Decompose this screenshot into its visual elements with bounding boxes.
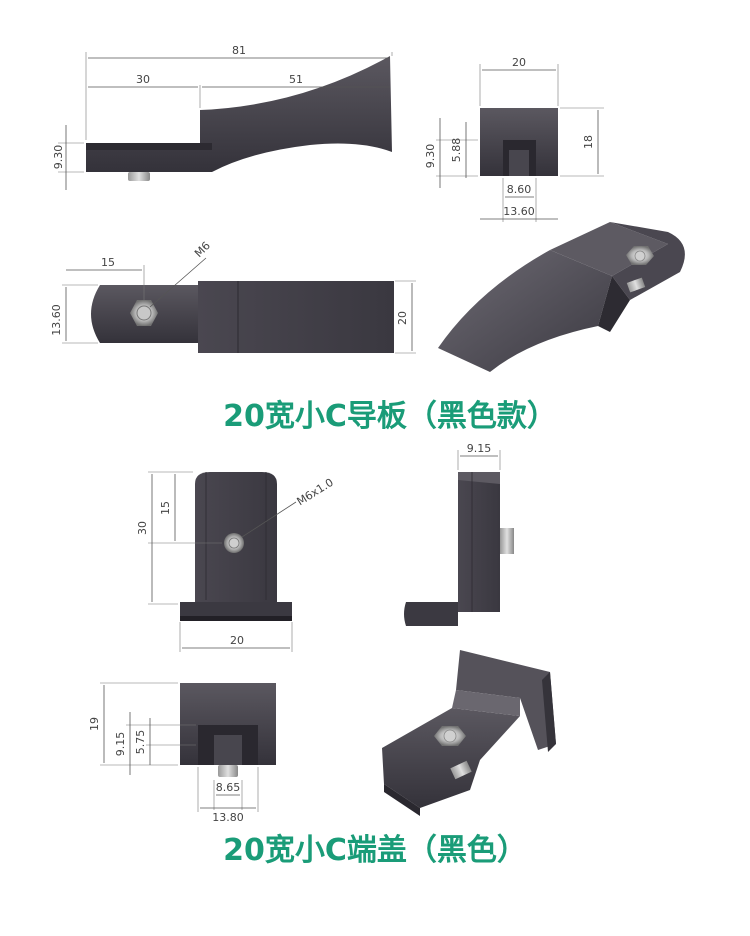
dim-top-tab-width: 13.60 bbox=[50, 304, 63, 336]
dim-cap-hole-height: 15 bbox=[159, 501, 172, 515]
dim-end-height: 18 bbox=[582, 135, 595, 149]
dim-top-hole-offset: 15 bbox=[101, 256, 115, 269]
dim-left-length: 30 bbox=[136, 73, 150, 86]
dim-cap-height: 30 bbox=[136, 521, 149, 535]
end-cap-side-screw bbox=[500, 528, 514, 554]
end-cap-side-view: 9.15 bbox=[404, 442, 514, 626]
dim-top-body-width: 20 bbox=[396, 311, 409, 325]
guide-plate-iso-curved-face bbox=[438, 250, 612, 372]
guide-plate-isometric bbox=[438, 222, 685, 372]
end-cap-front-view: 30 15 20 M6x1.0 bbox=[136, 471, 336, 652]
dim-end-width: 20 bbox=[512, 56, 526, 69]
dim-bottom-slot-depth: 9.15 bbox=[114, 732, 127, 757]
guide-plate-side-screw bbox=[128, 172, 150, 181]
end-cap-side-body bbox=[458, 472, 500, 612]
end-cap-isometric bbox=[382, 650, 556, 816]
end-cap-iso-plate bbox=[456, 650, 556, 750]
dim-top-thread: M6 bbox=[192, 239, 213, 260]
end-cap-side-foot bbox=[404, 602, 458, 626]
dim-cap-thickness: 9.15 bbox=[467, 442, 492, 455]
end-cap-front-flange bbox=[180, 602, 292, 618]
guide-plate-top-view: 15 13.60 20 M6 bbox=[50, 239, 416, 354]
dim-end-slot-depth: 5.88 bbox=[450, 138, 463, 163]
dim-end-slot-outer: 13.60 bbox=[503, 205, 535, 218]
dim-end-slot-inner: 8.60 bbox=[507, 183, 532, 196]
guide-plate-end-view: 20 18 9.30 5.88 8.60 13.60 bbox=[424, 56, 604, 222]
guide-plate-side-view: 81 30 51 9.30 bbox=[52, 44, 393, 190]
dim-side-height: 9.30 bbox=[52, 145, 65, 170]
dim-bottom-slot-inner: 8.65 bbox=[216, 781, 241, 794]
guide-plate-end-screw bbox=[509, 150, 529, 176]
end-cap-bottom-screw bbox=[218, 765, 238, 777]
dim-cap-thread: M6x1.0 bbox=[295, 476, 336, 508]
end-cap-title: 20宽小C端盖（黑色） bbox=[223, 833, 527, 868]
guide-plate-top-body bbox=[198, 281, 394, 353]
dim-right-length: 51 bbox=[289, 73, 303, 86]
dim-overall-length: 81 bbox=[232, 44, 246, 57]
guide-plate-title: 20宽小C导板（黑色款） bbox=[223, 399, 557, 434]
guide-plate-side-profile bbox=[86, 56, 392, 172]
dim-bottom-height: 19 bbox=[88, 717, 101, 731]
guide-plate-side-flange bbox=[86, 143, 212, 150]
end-cap-iso-body bbox=[382, 708, 520, 808]
dim-cap-width: 20 bbox=[230, 634, 244, 647]
dim-bottom-inner-depth: 5.75 bbox=[134, 730, 147, 755]
dim-bottom-slot-outer: 13.80 bbox=[212, 811, 244, 824]
end-cap-bottom-view: 19 9.15 5.75 8.65 13.80 bbox=[88, 682, 276, 824]
dim-end-left-height: 9.30 bbox=[424, 144, 437, 169]
